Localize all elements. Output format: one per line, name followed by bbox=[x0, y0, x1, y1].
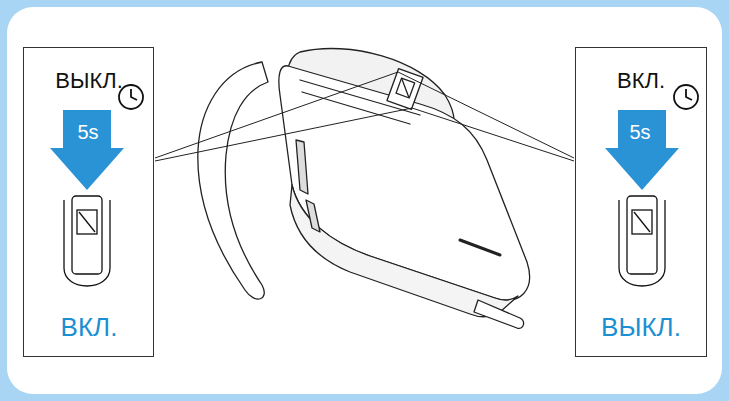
volume-button bbox=[296, 140, 308, 194]
leader-line bbox=[155, 108, 412, 161]
result-label: ВКЛ. bbox=[61, 314, 118, 340]
panel bbox=[7, 7, 722, 394]
headset-illustration bbox=[198, 49, 530, 329]
duration-label: 5s bbox=[629, 122, 650, 142]
button-logo bbox=[397, 79, 413, 96]
main-button bbox=[387, 69, 423, 110]
leader-line bbox=[412, 108, 574, 161]
body-side bbox=[290, 185, 518, 317]
leader-line bbox=[155, 72, 398, 158]
clock-icon bbox=[119, 85, 698, 109]
instruction-box: ВЫКЛ. 5sВКЛ. bbox=[23, 47, 154, 357]
button-logo bbox=[396, 78, 415, 98]
instruction-box: ВКЛ. 5sВЫКЛ. bbox=[575, 47, 707, 357]
state-label: ВЫКЛ. bbox=[55, 70, 123, 92]
led-slot bbox=[460, 240, 500, 255]
duration-label: 5s bbox=[77, 122, 98, 142]
ear-hook bbox=[198, 62, 268, 299]
leader-line bbox=[398, 72, 574, 158]
press-arrow bbox=[605, 110, 679, 190]
state-label: ВКЛ. bbox=[617, 70, 665, 92]
result-label: ВЫКЛ. bbox=[601, 314, 681, 340]
volume-button bbox=[306, 200, 320, 232]
microphone-boom bbox=[474, 300, 524, 328]
press-arrow bbox=[50, 110, 124, 190]
leader-lines bbox=[155, 72, 574, 161]
